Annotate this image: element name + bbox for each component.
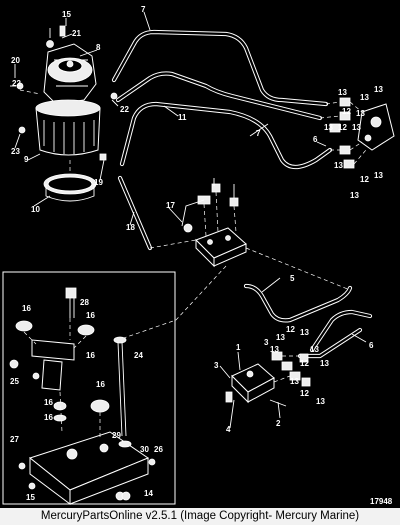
callout-21: 21 [72, 29, 81, 38]
callout-20: 20 [11, 56, 20, 65]
callout-24: 24 [134, 351, 143, 360]
callout-13-g: 13 [334, 161, 343, 170]
callout-13-f: 13 [352, 123, 361, 132]
callout-12-c: 12 [360, 175, 369, 184]
callout-9: 9 [24, 155, 29, 164]
fuel-lines [111, 29, 373, 359]
callout-12-a: 12 [342, 107, 351, 116]
callout-16-d: 16 [96, 380, 105, 389]
callout-3-b: 3 [264, 338, 269, 347]
callout-14: 14 [144, 489, 153, 498]
callout-6-top: 6 [313, 135, 318, 144]
callout-30: 30 [140, 445, 149, 454]
callout-6-bottom: 6 [369, 341, 374, 350]
callout-8: 8 [96, 43, 101, 52]
callout-13-j: 13 [276, 333, 285, 342]
callout-12-f: 12 [300, 389, 309, 398]
callout-26: 26 [154, 445, 163, 454]
callout-13-m: 13 [310, 345, 319, 354]
fuel-filter-assembly [10, 25, 118, 202]
callout-13-e: 13 [324, 123, 333, 132]
callout-13-l: 13 [270, 345, 279, 354]
exploded-parts-diagram: 15 7 21 8 20 22 22 11 23 9 19 10 7 6 18 … [2, 5, 395, 506]
callout-13-d: 13 [356, 109, 365, 118]
center-fitting-block [117, 178, 351, 341]
callout-16-c: 16 [86, 351, 95, 360]
callout-5: 5 [290, 274, 295, 283]
document-number: 17948 [370, 497, 393, 506]
callout-19: 19 [94, 178, 103, 187]
callout-1: 1 [236, 343, 241, 352]
callout-13-p: 13 [316, 397, 325, 406]
callout-25: 25 [10, 377, 19, 386]
callout-28: 28 [80, 298, 89, 307]
callout-13-h: 13 [374, 171, 383, 180]
callout-13-i: 13 [350, 191, 359, 200]
callout-13-b: 13 [360, 93, 369, 102]
callout-16-e: 16 [44, 398, 53, 407]
callout-13-o: 13 [290, 377, 299, 386]
callout-11: 11 [178, 113, 187, 122]
callout-15-inset: 15 [26, 493, 35, 502]
callout-13-a: 13 [338, 88, 347, 97]
callout-22b: 22 [120, 105, 129, 114]
callout-7-mid: 7 [256, 129, 261, 138]
callout-4: 4 [226, 425, 231, 434]
callout-16-f: 16 [44, 413, 53, 422]
callout-13-n: 13 [320, 359, 329, 368]
callout-29: 29 [112, 431, 121, 440]
callout-labels: 15 7 21 8 20 22 22 11 23 9 19 10 7 6 18 … [10, 5, 393, 506]
callout-22: 22 [12, 79, 21, 88]
callout-13-c: 13 [374, 85, 383, 94]
footer-text: MercuryPartsOnline v2.5.1 (Image Copyrig… [40, 510, 360, 522]
callout-16-a: 16 [22, 304, 31, 313]
callout-15: 15 [62, 10, 71, 19]
callout-12-e: 12 [300, 359, 309, 368]
inset-detail-box [2, 271, 176, 505]
callout-17: 17 [166, 201, 175, 210]
callout-16-b: 16 [86, 311, 95, 320]
callout-23: 23 [11, 147, 20, 156]
callout-12-d: 12 [286, 325, 295, 334]
manifold-block-lower-right [225, 351, 311, 407]
callout-2: 2 [276, 419, 281, 428]
callout-7-top: 7 [141, 5, 146, 14]
callout-leaders [14, 11, 367, 429]
callout-10: 10 [31, 205, 40, 214]
callout-27: 27 [10, 435, 19, 444]
fitting-cluster-upper-right [319, 97, 395, 169]
callout-3-a: 3 [214, 361, 219, 370]
callout-12-b: 12 [338, 123, 347, 132]
callout-13-k: 13 [300, 328, 309, 337]
copyright-footer: MercuryPartsOnline v2.5.1 (Image Copyrig… [0, 508, 400, 525]
callout-18: 18 [126, 223, 135, 232]
